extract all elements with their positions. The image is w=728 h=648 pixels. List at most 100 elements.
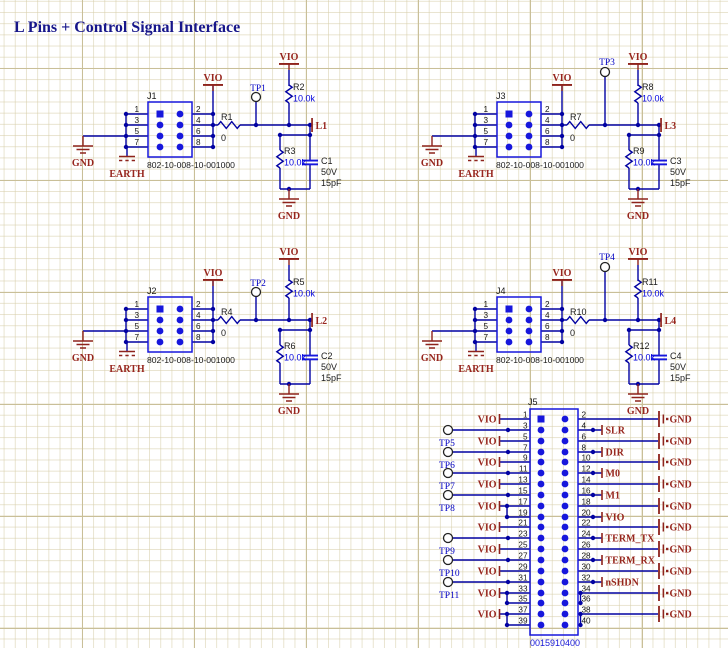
svg-text:22: 22 — [582, 519, 592, 528]
svg-text:12: 12 — [582, 465, 592, 474]
svg-text:15: 15 — [518, 487, 528, 496]
vio-label: VIO — [553, 268, 572, 279]
gnd-label: GND — [421, 353, 443, 364]
resistor-value: 10.0k — [642, 289, 665, 299]
pin-number: 6 — [196, 322, 201, 331]
gnd-ports[interactable]: GND GND GND GND GND GND GND GND GND GND — [658, 411, 692, 622]
vio-label: VIO — [629, 247, 648, 258]
jumper-block-j1: J1 802-10-008-10-001000 1 3 5 7 2 4 6 8 … — [72, 52, 342, 222]
connector-part-number: 802-10-008-10-001000 — [496, 160, 584, 170]
svg-text:21: 21 — [518, 519, 528, 528]
svg-text:28: 28 — [582, 552, 592, 561]
pin-number: 8 — [196, 333, 201, 342]
gnd-label: GND — [670, 523, 692, 534]
connector-designator: J3 — [496, 91, 506, 101]
earth-label: EARTH — [109, 169, 144, 180]
resistor-designator: R1 — [221, 112, 233, 122]
pin-number: 3 — [483, 116, 488, 125]
port-label: M0 — [606, 469, 620, 480]
testpoint-label: TP9 — [439, 547, 455, 557]
vio-label: VIO — [629, 52, 648, 63]
capacitor-designator: C3 — [670, 156, 682, 166]
gnd-label: GND — [278, 406, 300, 417]
port-label: nSHDN — [606, 578, 640, 589]
gnd-label: GND — [627, 406, 649, 417]
resistor-designator: R5 — [293, 277, 305, 287]
gnd-label: GND — [670, 589, 692, 600]
vio-label: VIO — [553, 73, 572, 84]
vio-ports[interactable]: VIO VIO VIO VIO VIO VIO VIO VIO VIO VIO — [478, 414, 501, 621]
svg-text:4: 4 — [582, 422, 587, 431]
resistor-designator: R4 — [221, 307, 233, 317]
capacitor-value: 15pF — [321, 178, 342, 188]
pin-number: 7 — [483, 333, 488, 342]
gnd-label: GND — [670, 480, 692, 491]
pin-number: 7 — [134, 138, 139, 147]
capacitor-voltage: 50V — [670, 167, 686, 177]
resistor-value: 10.0k — [633, 353, 656, 363]
svg-text:19: 19 — [518, 509, 528, 518]
capacitor-value: 15pF — [321, 373, 342, 383]
pin-number: 7 — [483, 138, 488, 147]
resistor-value: 0 — [570, 328, 575, 338]
svg-text:9: 9 — [523, 454, 528, 463]
svg-text:32: 32 — [582, 574, 592, 583]
port-label[interactable]: L3 — [665, 121, 677, 132]
pin-number: 1 — [483, 300, 488, 309]
resistor-designator: R8 — [642, 82, 654, 92]
resistor-value: 10.0k — [284, 353, 307, 363]
svg-text:24: 24 — [582, 530, 592, 539]
connector-pins — [537, 415, 569, 629]
capacitor-value: 15pF — [670, 178, 691, 188]
resistor-value: 0 — [570, 133, 575, 143]
pin-number: 2 — [196, 105, 201, 114]
resistor-designator: R12 — [633, 341, 650, 351]
pin-number: 4 — [545, 311, 550, 320]
pin-number: 2 — [545, 105, 550, 114]
connector-designator: J1 — [147, 91, 157, 101]
testpoint-label: TP7 — [439, 482, 455, 492]
gnd-label: GND — [670, 415, 692, 426]
connector-designator: J2 — [147, 286, 157, 296]
resistor-value: 10.0k — [633, 158, 656, 168]
pin-number: 1 — [134, 300, 139, 309]
connector-body[interactable] — [529, 408, 579, 636]
earth-label: EARTH — [109, 364, 144, 375]
signal-ports[interactable]: SLR DIR M0 M1 VIO TERM_TX TERM_RX nSHDN — [601, 425, 656, 589]
testpoint-label: TP11 — [439, 591, 459, 601]
svg-text:1: 1 — [523, 411, 528, 420]
svg-text:14: 14 — [582, 476, 592, 485]
jumper-block-j3: J3 802-10-008-10-001000 1 3 5 7 2 4 6 8 … — [421, 52, 691, 222]
pin-number: 5 — [483, 127, 488, 136]
port-label[interactable]: L1 — [316, 121, 328, 132]
vio-label: VIO — [478, 523, 497, 534]
testpoint-label: TP1 — [250, 84, 266, 94]
testpoint-label: TP4 — [599, 253, 615, 263]
svg-text:10: 10 — [582, 454, 592, 463]
connector-designator: J4 — [496, 286, 506, 296]
svg-text:29: 29 — [518, 563, 528, 572]
resistor-designator: R3 — [284, 146, 296, 156]
capacitor-designator: C2 — [321, 351, 333, 361]
capacitor-voltage: 50V — [670, 362, 686, 372]
port-label: TERM_TX — [606, 534, 656, 545]
port-label[interactable]: L2 — [316, 316, 328, 327]
resistor-designator: R2 — [293, 82, 305, 92]
testpoint-label: TP6 — [439, 461, 455, 471]
vio-label: VIO — [204, 268, 223, 279]
pin-number: 6 — [545, 127, 550, 136]
pin-number: 1 — [483, 105, 488, 114]
pin-number: 4 — [196, 116, 201, 125]
port-label: DIR — [606, 448, 625, 459]
pin-number: 6 — [545, 322, 550, 331]
port-label[interactable]: L4 — [665, 316, 677, 327]
wire-junctions — [504, 427, 596, 628]
pin-number: 4 — [196, 311, 201, 320]
resistor-designator: R10 — [570, 307, 587, 317]
testpoints[interactable]: TP5 TP6 TP7 TP8 TP9 TP10 TP11 — [439, 424, 460, 602]
pin-number: 7 — [134, 333, 139, 342]
gnd-label: GND — [670, 567, 692, 578]
resistor-value: 10.0k — [293, 94, 316, 104]
connector-part-number: 802-10-008-10-001000 — [496, 355, 584, 365]
vio-label: VIO — [478, 545, 497, 556]
